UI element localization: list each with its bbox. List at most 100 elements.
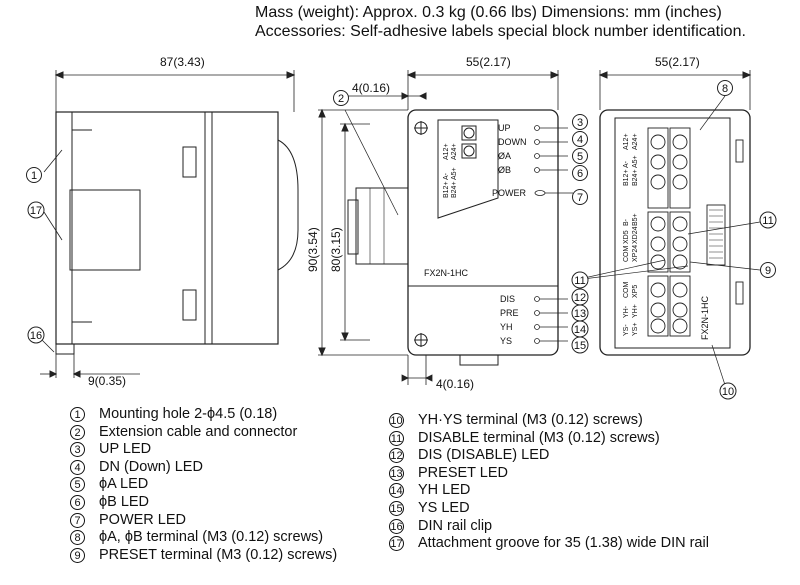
callout-6: 6 [572,165,588,181]
callout-5: 5 [572,148,588,164]
svg-text:13: 13 [574,308,586,320]
front-term-a-: A- [443,172,450,180]
legend-item-14: 14 YH LED [389,482,789,500]
callout-11-front: 11 [571,271,589,289]
led-label-power: POWER [492,188,527,198]
legend-text: UP LED [99,441,152,458]
callout-16: 16 [27,326,45,344]
dim-connector-offset: 4(0.16) [352,81,390,95]
legend-number: 14 [389,483,404,499]
front-term-b12: B12+ [443,181,450,198]
header-mass-dimensions: Mass (weight): Approx. 0.3 kg (0.66 lbs)… [255,4,722,21]
legend-item-9: 9 PRESET terminal (M3 (0.12) screws) [70,547,380,565]
legend-item-12: 12 DIS (DISABLE) LED [389,447,789,465]
svg-text:16: 16 [30,330,42,342]
back-leaders [574,95,761,386]
back-term-a12: A12+ [623,133,630,150]
callout-13: 13 [571,304,589,322]
front-term-a5: A5+ [451,167,458,180]
back-terminal-labels: A12+ A- A24+ A5+ B12+ B24+ B- B5+ XD5 XD… [623,133,710,340]
callout-12: 12 [571,288,589,306]
back-term-a24: A24+ [632,133,639,150]
led-label-phia: ØA [498,151,511,161]
callout-2: 2 [333,90,349,106]
legend-text: DIN rail clip [418,517,493,534]
svg-text:3: 3 [577,117,583,129]
back-term-com2: COM [623,282,630,299]
legend-number: 9 [70,547,85,563]
callout-11-back: 11 [759,211,777,229]
legend-text: DIS (DISABLE) LED [418,447,550,464]
legend-text: ϕA LED [99,476,149,493]
legend-text: DISABLE terminal (M3 (0.12) screws) [418,429,660,446]
front-led-dots [344,109,573,385]
legend-text: ϕB LED [99,493,150,510]
led-label-yh: YH [500,322,513,332]
svg-text:4: 4 [577,134,583,146]
legend-item-16: 16 DIN rail clip [389,518,789,536]
legend-number: 13 [389,465,404,481]
legend-item-17: 17 Attachment groove for 35 (1.38) wide D… [389,535,789,553]
dim-overall-height: 90(3.54) [306,227,320,272]
led-label-up: UP [498,123,511,133]
svg-text:9: 9 [765,265,771,277]
legend-text: YS LED [418,499,470,516]
front-terminal-labels: A12+ A- A24+ A5+ B12+ B24+ [443,143,458,198]
legend-number: 8 [70,530,85,546]
callout-4: 4 [572,131,588,147]
svg-text:11: 11 [574,275,585,287]
svg-text:2: 2 [338,93,344,105]
legend-number: 15 [389,500,404,516]
technical-drawing: 87(3.43) 9(0.35) 55(2.17) 4(0.16) [26,55,777,400]
callout-14: 14 [571,320,589,338]
back-term-ys-: YS- [623,324,630,336]
led-label-down: DOWN [498,137,527,147]
svg-text:7: 7 [577,192,583,204]
legend-text: Mounting hole 2-ϕ4.5 (0.18) [99,406,278,422]
callout-10: 10 [719,382,737,400]
callout-8: 8 [717,80,733,96]
legend-text: PRESET LED [418,464,508,481]
svg-text:1: 1 [31,170,37,182]
legend-number: 16 [389,518,404,534]
led-label-phib: ØB [498,165,511,175]
legend-item-10: 10 YH·YS terminal (M3 (0.12) screws) [389,412,789,430]
callout-7: 7 [572,189,588,205]
legend-text: YH LED [418,482,471,499]
back-term-b5: B5+ [632,213,639,226]
front-term-a12: A12+ [443,143,450,160]
svg-text:10: 10 [722,386,734,398]
svg-text:17: 17 [30,205,42,217]
svg-text:5: 5 [577,151,583,163]
legend-text: PRESET terminal (M3 (0.12) screws) [99,546,338,563]
back-term-ys+: YS+ [632,323,639,336]
legend-text: YH·YS terminal (M3 (0.12) screws) [418,412,643,428]
legend-text: Attachment groove for 35 (1.38) wide DIN… [418,535,709,552]
legend-text: ϕA, ϕB terminal (M3 (0.12) screws) [99,529,324,546]
dim-rail-offset: 9(0.35) [88,374,126,388]
led-label-ys: YS [500,336,512,346]
legend-number: 11 [389,430,404,446]
callouts: 1 17 16 2 3 4 5 6 7 11 12 13 14 15 8 11 … [26,80,777,400]
legend-number: 10 [389,413,404,428]
callout-15: 15 [571,336,589,354]
legend-item-6: 6 ϕB LED [70,494,380,512]
legend-item-15: 15 YS LED [389,500,789,518]
svg-text:6: 6 [577,168,583,180]
dim-inner-height: 80(3.15) [329,227,343,272]
dim-side-width: 87(3.43) [160,55,205,69]
legend-number: 17 [389,536,404,552]
front-leds-top: UP DOWN ØA ØB POWER FX2N-1HC DIS PRE YH … [424,123,527,346]
callout-17: 17 [27,201,45,219]
back-term-com1: COM [623,246,630,263]
led-label-dis: DIS [500,294,515,304]
back-term-a-: A- [623,160,630,168]
legend-number: 12 [389,448,404,464]
legend-number: 6 [70,494,85,510]
